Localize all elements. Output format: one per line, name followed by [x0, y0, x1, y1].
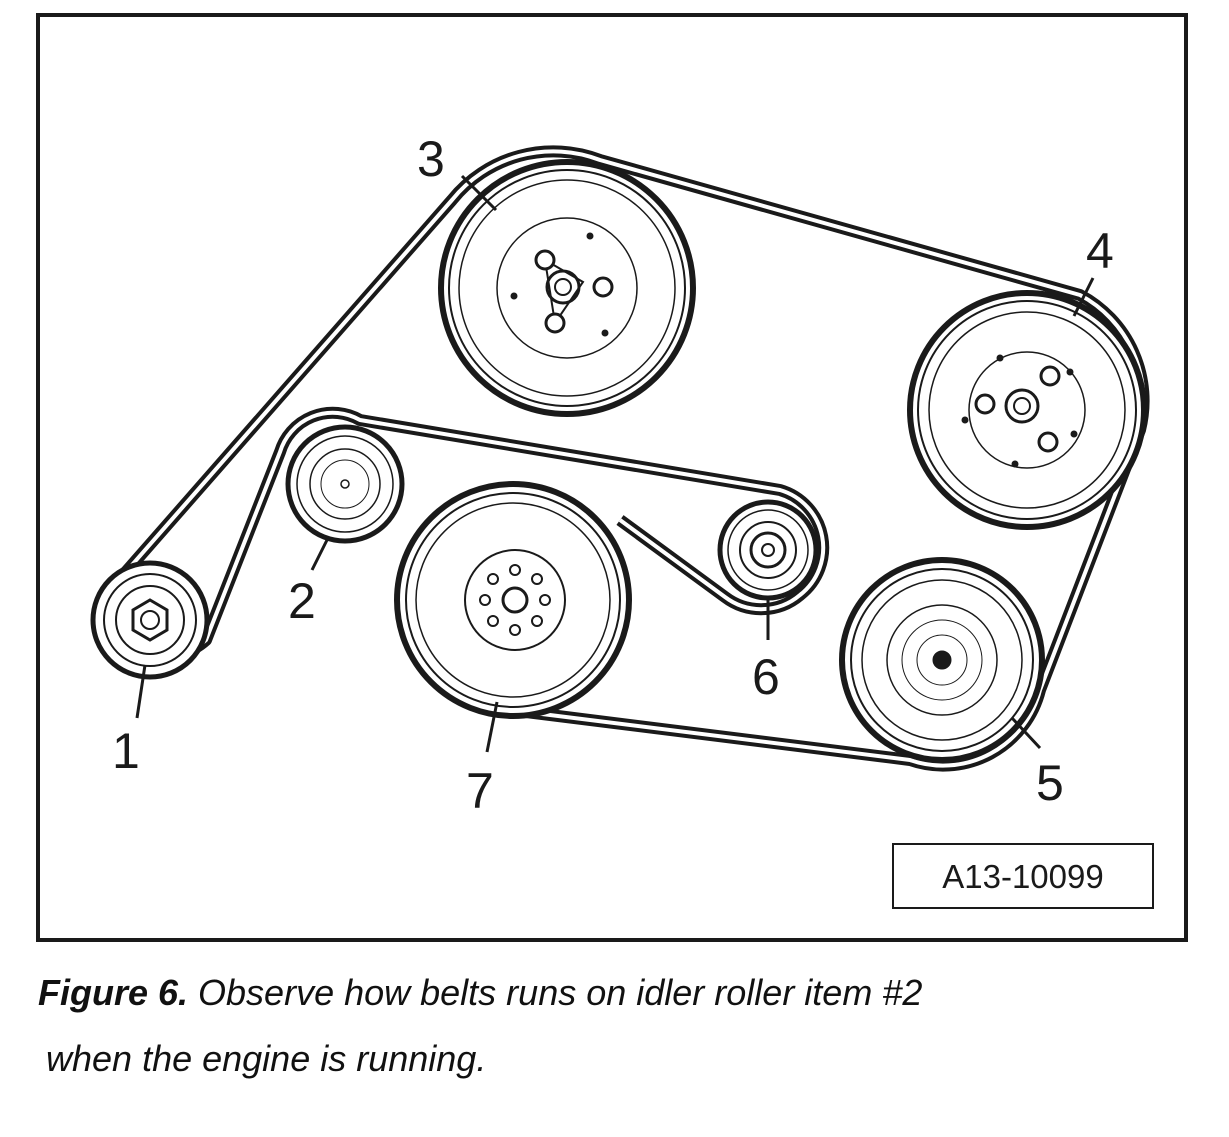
figure-frame: [36, 13, 1188, 942]
figure-caption: Figure 6. Observe how belts runs on idle…: [38, 972, 922, 1014]
reference-code: A13-10099: [942, 858, 1103, 895]
pulley-7: [394, 481, 632, 719]
callout-7: 7: [466, 763, 494, 819]
caption-label: Figure 6.: [38, 972, 189, 1013]
reference-code-box: A13-10099: [892, 843, 1154, 909]
leader-lines: [135, 174, 1095, 753]
pulley-2: [285, 424, 405, 544]
callout-3: 3: [417, 131, 445, 187]
caption-text-line-2: when the engine is running.: [46, 1038, 487, 1079]
pulley-4: [907, 290, 1147, 530]
caption-text-line-1: Observe how belts runs on idler roller i…: [188, 972, 923, 1013]
pulley-5: [839, 557, 1045, 763]
pulley-3: [438, 159, 696, 417]
callout-6: 6: [752, 649, 780, 705]
callout-5: 5: [1036, 755, 1064, 811]
callout-2: 2: [288, 573, 316, 629]
pulley-1: [90, 560, 210, 680]
callout-1: 1: [112, 723, 140, 779]
callout-4: 4: [1086, 223, 1114, 279]
pulley-6: [717, 499, 819, 601]
